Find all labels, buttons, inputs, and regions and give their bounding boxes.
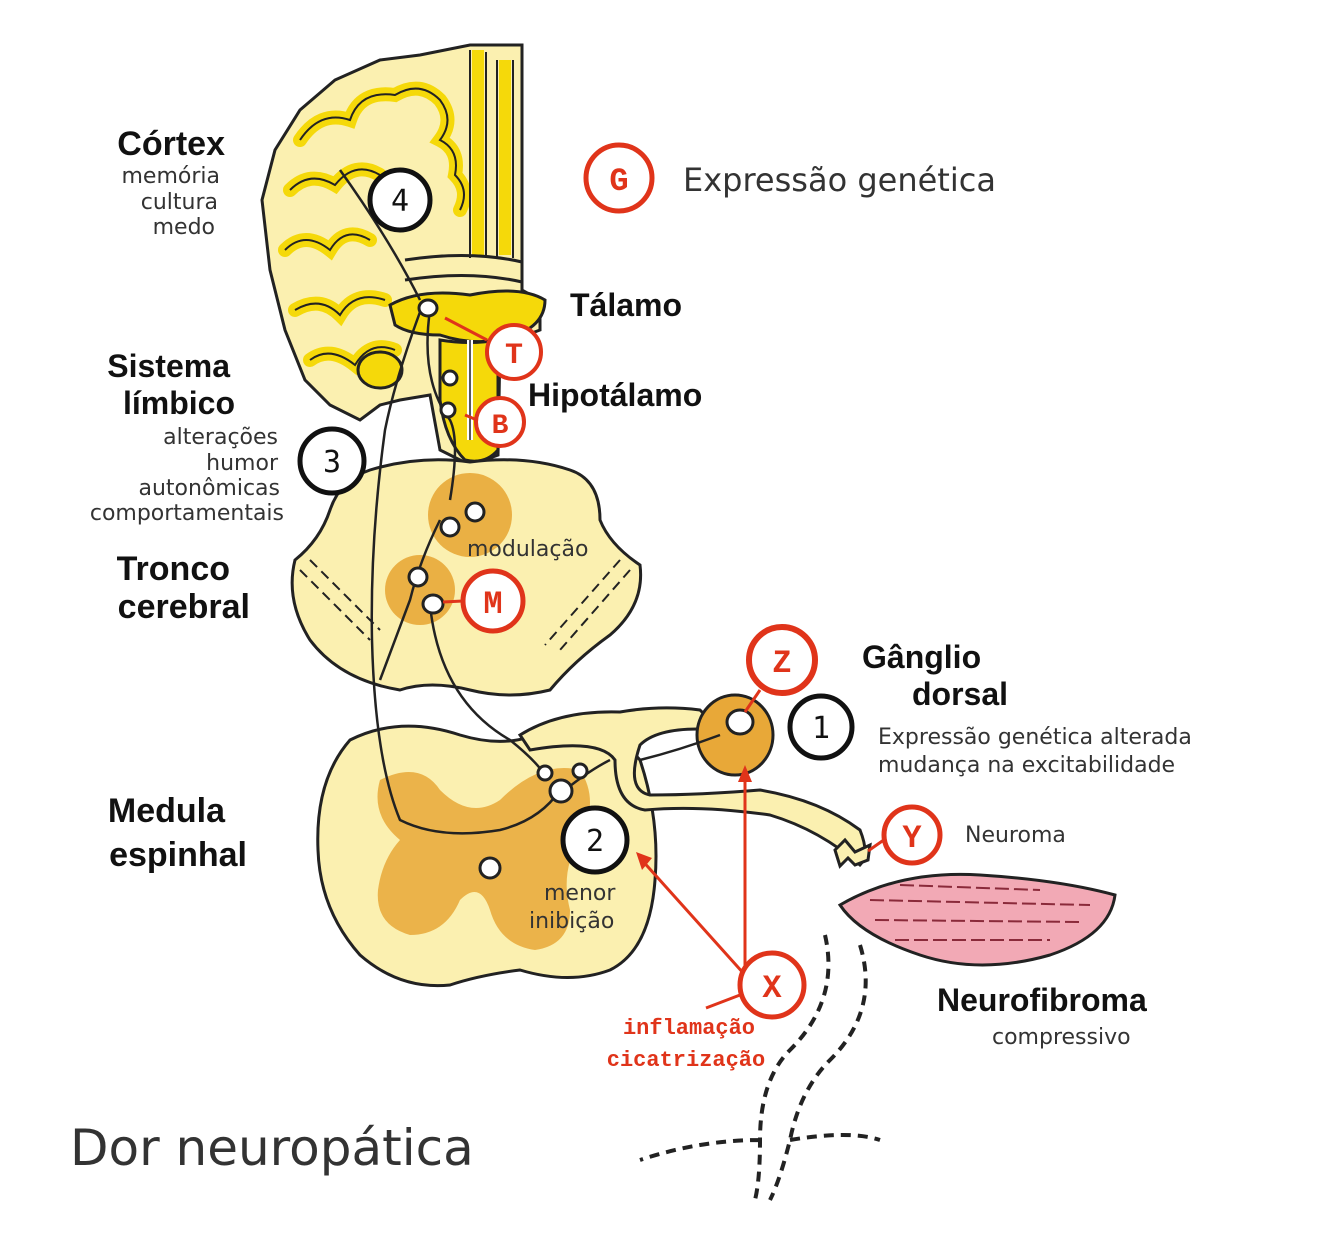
marker-z: Z bbox=[746, 624, 818, 696]
marker-y: Y bbox=[881, 804, 943, 866]
corpus-callosum bbox=[404, 253, 523, 284]
neuroma-shape bbox=[833, 837, 872, 869]
cortex-line-3: medo bbox=[153, 215, 215, 240]
marker-m: M bbox=[460, 568, 526, 634]
cortex-line-1: memória bbox=[122, 164, 221, 189]
number-2: 2 bbox=[560, 805, 630, 875]
limbic-line-1: alterações bbox=[163, 425, 278, 450]
cortex-gyri-outline bbox=[284, 87, 465, 367]
svg-text:X: X bbox=[762, 970, 782, 1007]
marker-pointers bbox=[442, 316, 889, 1010]
hypothalamus-label: Hipotálamo bbox=[528, 377, 702, 413]
inhibition-line-1: menor bbox=[544, 881, 616, 906]
svg-text:3: 3 bbox=[323, 445, 341, 480]
limbic-line-3: autonômicas bbox=[139, 476, 281, 501]
inflammation-line-1: inflamação bbox=[623, 1016, 755, 1041]
brain-midline bbox=[472, 50, 511, 255]
marker-x: X bbox=[737, 950, 807, 1020]
svg-text:4: 4 bbox=[391, 184, 409, 219]
ganglion-line-2: mudança na excitabilidade bbox=[878, 753, 1175, 778]
spinal-title-1: Medula bbox=[108, 792, 226, 830]
svg-text:Y: Y bbox=[902, 820, 922, 857]
ganglion-title-1: Gânglio bbox=[862, 639, 981, 675]
limbic-title-2: límbico bbox=[123, 385, 235, 421]
limbic-shape bbox=[356, 350, 404, 390]
marker-g: G bbox=[583, 142, 655, 214]
limbic-title-1: Sistema bbox=[107, 348, 230, 384]
neurofibroma-texture bbox=[869, 884, 1091, 941]
ganglion-title-2: dorsal bbox=[912, 676, 1008, 712]
svg-text:M: M bbox=[483, 586, 502, 623]
svg-text:G: G bbox=[609, 163, 628, 200]
dorsal-ganglion-shape bbox=[695, 693, 775, 777]
neurofibroma-sub: compressivo bbox=[992, 1025, 1131, 1050]
svg-text:1: 1 bbox=[812, 711, 830, 746]
modulation-label: modulação bbox=[467, 537, 588, 562]
neurofibroma-title: Neurofibroma bbox=[937, 982, 1147, 1018]
neuron-cells bbox=[407, 298, 755, 880]
neuroma-label: Neuroma bbox=[965, 823, 1066, 848]
brainstem-illustration bbox=[290, 458, 643, 697]
brainstem-tracts bbox=[299, 559, 631, 651]
svg-text:Z: Z bbox=[772, 645, 791, 682]
svg-text:T: T bbox=[505, 339, 523, 373]
legend-text: Expressão genética bbox=[683, 161, 996, 199]
arrow-head-ganglion bbox=[738, 765, 752, 782]
limbic-line-2: humor bbox=[206, 451, 279, 476]
cortex-line-2: cultura bbox=[141, 190, 218, 215]
brainstem-title-2: cerebral bbox=[118, 588, 250, 626]
diagram-caption: Dor neuropática bbox=[70, 1119, 474, 1177]
nerve-illustration bbox=[517, 693, 1117, 1201]
svg-text:B: B bbox=[492, 411, 509, 442]
neural-pathways bbox=[338, 169, 721, 835]
cortex-title: Córtex bbox=[117, 125, 225, 163]
number-4: 4 bbox=[367, 167, 433, 233]
marker-t: T bbox=[485, 323, 543, 381]
svg-text:2: 2 bbox=[586, 824, 604, 859]
ganglion-line-1: Expressão genética alterada bbox=[878, 725, 1192, 750]
number-3: 3 bbox=[297, 426, 367, 496]
inflammation-line-2: cicatrização bbox=[607, 1048, 765, 1073]
number-1: 1 bbox=[787, 693, 855, 761]
marker-b: B bbox=[474, 396, 526, 448]
thalamus-label: Tálamo bbox=[570, 287, 682, 323]
spinal-title-2: espinhal bbox=[109, 836, 247, 874]
brain-midline-outline bbox=[469, 50, 514, 258]
brainstem-title-1: Tronco bbox=[117, 550, 230, 588]
neurofibroma-shape bbox=[837, 872, 1117, 967]
dorsal-root-band bbox=[517, 706, 867, 868]
arrow-head-spinal bbox=[636, 852, 652, 870]
inhibition-line-2: inibição bbox=[529, 909, 614, 934]
limbic-line-4: comportamentais bbox=[90, 501, 284, 526]
